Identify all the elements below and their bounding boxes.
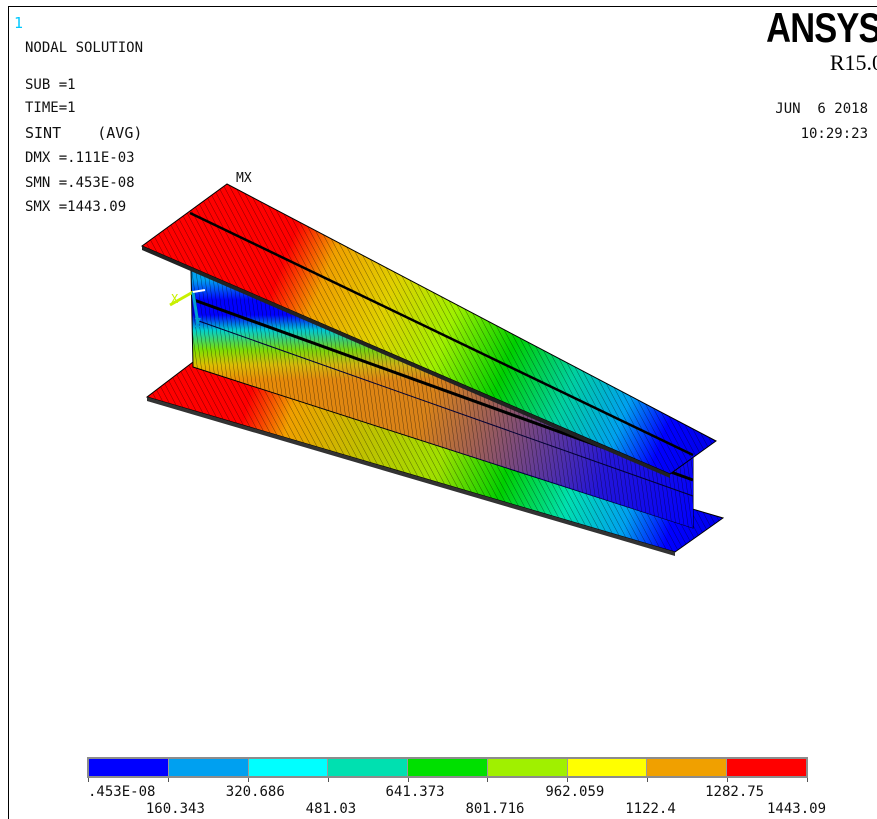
legend-label: .453E-08 [88, 784, 156, 800]
legend-tick [647, 778, 648, 782]
item-label: SINT (AVG) [25, 124, 143, 142]
legend-swatch [647, 759, 728, 776]
smn-label: SMN =.453E-08 [25, 175, 135, 191]
graphics-window-frame [8, 6, 877, 819]
legend-swatch [89, 759, 169, 776]
legend-label: 320.686 [225, 784, 285, 800]
legend-label: 641.373 [385, 784, 445, 800]
legend-label: 1282.75 [705, 784, 765, 800]
web [190, 269, 694, 529]
contour-model-view: X Z MX [140, 171, 725, 556]
legend-label: 801.716 [465, 801, 525, 817]
legend-tick [727, 778, 728, 782]
result-type-label: NODAL SOLUTION [25, 40, 144, 56]
bottom-flange [145, 361, 725, 556]
legend-label: 481.03 [305, 801, 357, 817]
legend-tick [168, 778, 169, 782]
window-number: 1 [14, 14, 24, 32]
legend-swatch [567, 759, 648, 776]
coordinate-triad [169, 289, 206, 325]
legend-tick [567, 778, 568, 782]
substep-label: SUB =1 [25, 77, 76, 93]
triad-x-label: X [171, 292, 179, 306]
legend-swatch [248, 759, 329, 776]
clock-label: 10:29:23 [800, 126, 868, 142]
legend-tick [248, 778, 249, 782]
legend-tick [408, 778, 409, 782]
legend-label: 1122.4 [625, 801, 676, 817]
time-label: TIME=1 [25, 100, 76, 116]
legend-tick [88, 778, 89, 782]
legend-label: 962.059 [545, 784, 605, 800]
max-marker: MX [236, 171, 252, 186]
legend-tick [487, 778, 488, 782]
legend-tick [807, 778, 808, 782]
legend-swatch [408, 759, 488, 776]
ansys-logo: ANSYS [766, 4, 877, 51]
legend-swatch [168, 759, 249, 776]
triad-z-label: Z [194, 316, 201, 330]
legend-swatch [487, 759, 568, 776]
dmx-label: DMX =.111E-03 [25, 150, 135, 166]
legend-tick [328, 778, 329, 782]
legend-swatch [727, 759, 807, 776]
contour-legend-bar [87, 757, 808, 778]
date-label: JUN 6 2018 [775, 101, 868, 117]
top-flange [140, 183, 717, 478]
release-version: R15.0 [829, 50, 877, 75]
legend-label: 1443.09 [767, 801, 827, 817]
legend-swatch [328, 759, 409, 776]
legend-label: 160.343 [145, 801, 205, 817]
smx-label: SMX =1443.09 [25, 199, 127, 215]
